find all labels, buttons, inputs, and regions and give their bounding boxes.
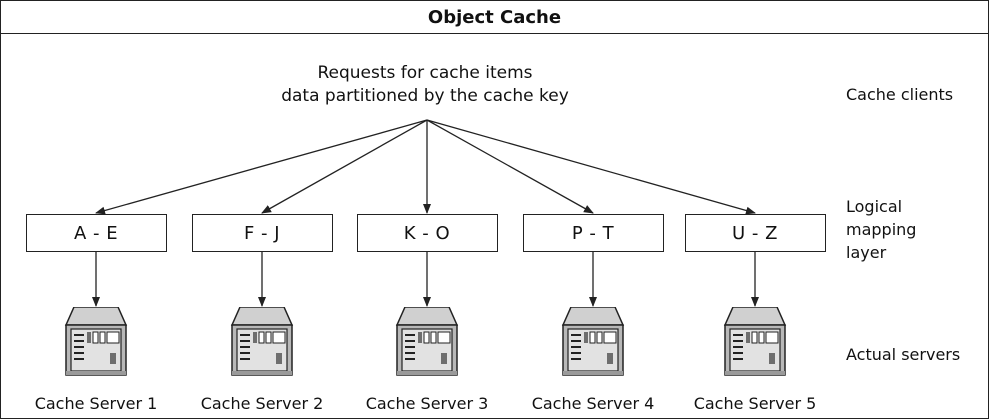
mapping-box-2: F - J	[191, 214, 333, 252]
mapping-box-5: U - Z	[684, 214, 826, 252]
request-arrow-4	[426, 119, 594, 214]
mapping-box-3: K - O	[356, 214, 498, 252]
request-arrow-1	[95, 119, 428, 215]
layer-label-cache-clients: Cache clients	[846, 85, 954, 104]
server-label-2: Cache Server 2	[200, 394, 324, 413]
server-label-5: Cache Server 5	[693, 394, 817, 413]
request-text-line1: Requests for cache items	[317, 63, 533, 83]
server-icon	[391, 306, 463, 379]
layer-label-actual-servers: Actual servers	[846, 345, 961, 364]
server-label-3: Cache Server 3	[365, 394, 489, 413]
layer-label-logical: Logical	[846, 197, 903, 216]
server-label-1: Cache Server 1	[34, 394, 158, 413]
server-icon	[719, 306, 791, 379]
layer-label-layer: layer	[846, 243, 887, 262]
mapping-box-4: P - T	[522, 214, 664, 252]
server-icon	[557, 306, 629, 379]
server-icon	[226, 306, 298, 379]
mapping-range-label: A - E	[73, 222, 119, 244]
request-arrow-2	[261, 119, 428, 214]
mapping-range-label: K - O	[403, 222, 451, 244]
mapping-range-label: F - J	[243, 222, 281, 244]
mapping-range-label: U - Z	[732, 222, 778, 244]
mapping-range-label: P - T	[571, 222, 615, 244]
layer-label-mapping: mapping	[846, 220, 917, 239]
request-arrow-5	[426, 119, 756, 215]
mapping-box-1: A - E	[25, 214, 167, 252]
server-label-4: Cache Server 4	[531, 394, 655, 413]
server-icon	[60, 306, 132, 379]
request-text-line2: data partitioned by the cache key	[281, 86, 569, 106]
